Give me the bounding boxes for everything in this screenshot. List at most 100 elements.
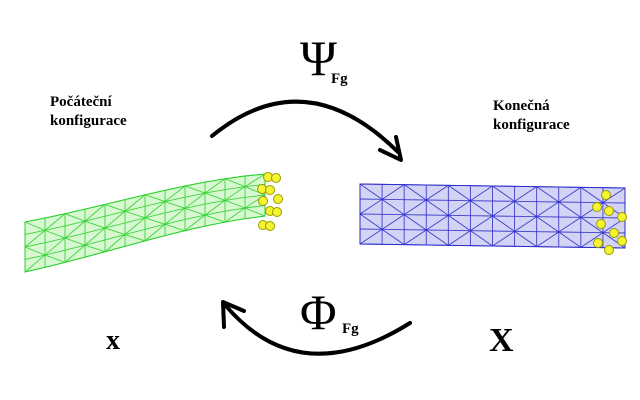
mesh-diagonal xyxy=(381,228,405,246)
mesh-diagonal xyxy=(359,228,383,245)
final-configuration-label: Konečná konfigurace xyxy=(493,98,570,133)
mesh-edges xyxy=(24,173,266,273)
mesh-diagonal xyxy=(558,201,582,218)
mesh-diagonal xyxy=(164,201,186,209)
mesh-diagonal xyxy=(425,199,449,216)
mesh-diagonal xyxy=(164,223,186,232)
mesh-diagonal xyxy=(84,227,106,246)
mesh-diagonal xyxy=(514,230,537,248)
mesh-diagonal xyxy=(602,187,626,204)
mesh-diagonal xyxy=(403,229,427,246)
mesh-diagonal xyxy=(84,220,106,229)
mesh-diagonal xyxy=(403,184,427,201)
forward-map-symbol: Ψ xyxy=(300,30,337,86)
mesh-diagonal xyxy=(44,229,66,239)
mesh-diagonal xyxy=(224,178,246,188)
node-marker xyxy=(265,185,275,195)
mesh-diagonal xyxy=(44,237,66,256)
inverse-map-symbol: Φ xyxy=(300,284,337,340)
mesh-diagonal xyxy=(124,210,146,219)
mesh-diagonal xyxy=(104,234,126,253)
mesh-diagonal xyxy=(124,234,146,242)
mesh-diagonal xyxy=(426,184,449,201)
initial-boundary-nodes xyxy=(257,172,283,231)
inverse-map-arrow xyxy=(221,300,412,356)
mesh-diagonal xyxy=(448,200,471,216)
inverse-arrow-head xyxy=(221,300,246,329)
mesh-diagonal xyxy=(144,223,166,242)
mesh-diagonal xyxy=(492,185,515,202)
mesh-diagonal xyxy=(84,204,106,222)
inverse-map-subscript: Fg xyxy=(342,321,359,337)
final-coordinate-label: X xyxy=(489,322,514,359)
mesh-diagonal xyxy=(184,207,206,216)
mesh-diagonal xyxy=(144,194,166,203)
mesh-diagonal xyxy=(244,173,266,188)
mesh-diagonal xyxy=(64,220,86,239)
mesh-diagonal xyxy=(558,186,582,203)
node-marker xyxy=(272,207,282,217)
mesh-diagonal xyxy=(514,200,537,218)
mesh-diagonal xyxy=(204,178,226,194)
mesh-diagonal xyxy=(24,230,46,248)
mesh-diagonal xyxy=(24,254,46,273)
mesh-diagonal xyxy=(64,244,86,263)
mesh-diagonal xyxy=(580,186,604,204)
mesh-diagonal xyxy=(448,214,471,232)
node-marker xyxy=(596,219,606,229)
mesh-diagonal xyxy=(403,199,427,216)
mesh-diagonal xyxy=(448,184,471,202)
mesh-diagonal xyxy=(536,231,559,248)
mesh-diagonal xyxy=(536,201,559,218)
final-configuration-mesh xyxy=(359,183,626,249)
mesh-diagonal xyxy=(124,194,146,212)
forward-map-subscript: Fg xyxy=(331,71,348,87)
initial-configuration-mesh xyxy=(24,173,266,273)
mesh-diagonal xyxy=(84,244,106,253)
mesh-diagonal xyxy=(104,210,126,229)
mesh-diagonal xyxy=(514,186,537,202)
mesh-diagonal xyxy=(44,213,66,231)
mesh-diagonal xyxy=(381,198,405,216)
forward-arrow-curve xyxy=(210,99,400,154)
mesh-diagonal xyxy=(359,213,383,230)
inverse-arrow-curve xyxy=(224,304,412,356)
mesh-diagonal xyxy=(144,217,166,225)
mesh-diagonal xyxy=(580,232,604,248)
mesh-diagonal xyxy=(24,246,46,256)
mesh-diagonal xyxy=(536,186,560,203)
mesh-diagonal xyxy=(492,215,515,232)
mesh-diagonal xyxy=(470,230,493,247)
mesh-diagonal xyxy=(425,229,449,246)
mesh-diagonal xyxy=(224,207,246,223)
mesh-diagonal xyxy=(164,207,186,225)
mesh-diagonal xyxy=(204,214,226,223)
node-marker xyxy=(273,194,283,204)
mesh-diagonal xyxy=(359,198,383,215)
mesh-diagonal xyxy=(184,185,206,194)
mesh-diagonal xyxy=(224,186,246,201)
mesh-diagonal xyxy=(536,216,560,233)
mesh-diagonal xyxy=(580,216,604,234)
forward-map-arrow xyxy=(210,99,403,162)
mesh-diagonal xyxy=(470,200,493,217)
mesh-diagonal xyxy=(403,214,427,231)
mesh-diagonal xyxy=(104,227,126,236)
mesh-diagonal xyxy=(470,185,493,202)
node-marker xyxy=(617,212,627,222)
mesh-diagonal xyxy=(144,201,166,219)
mesh-diagonal xyxy=(184,214,206,231)
mesh-diagonal xyxy=(492,200,515,217)
node-marker xyxy=(609,228,619,238)
mesh-diagonal xyxy=(426,214,449,231)
mesh-diagonal xyxy=(124,217,146,235)
initial-configuration-label: Počáteční konfigurace xyxy=(50,94,127,129)
mesh-diagonal xyxy=(64,213,86,222)
initial-coordinate-label: x xyxy=(106,325,120,356)
mesh-diagonal xyxy=(448,230,471,246)
mesh-diagonal xyxy=(558,231,582,248)
node-marker xyxy=(604,245,614,255)
node-marker xyxy=(601,190,611,200)
